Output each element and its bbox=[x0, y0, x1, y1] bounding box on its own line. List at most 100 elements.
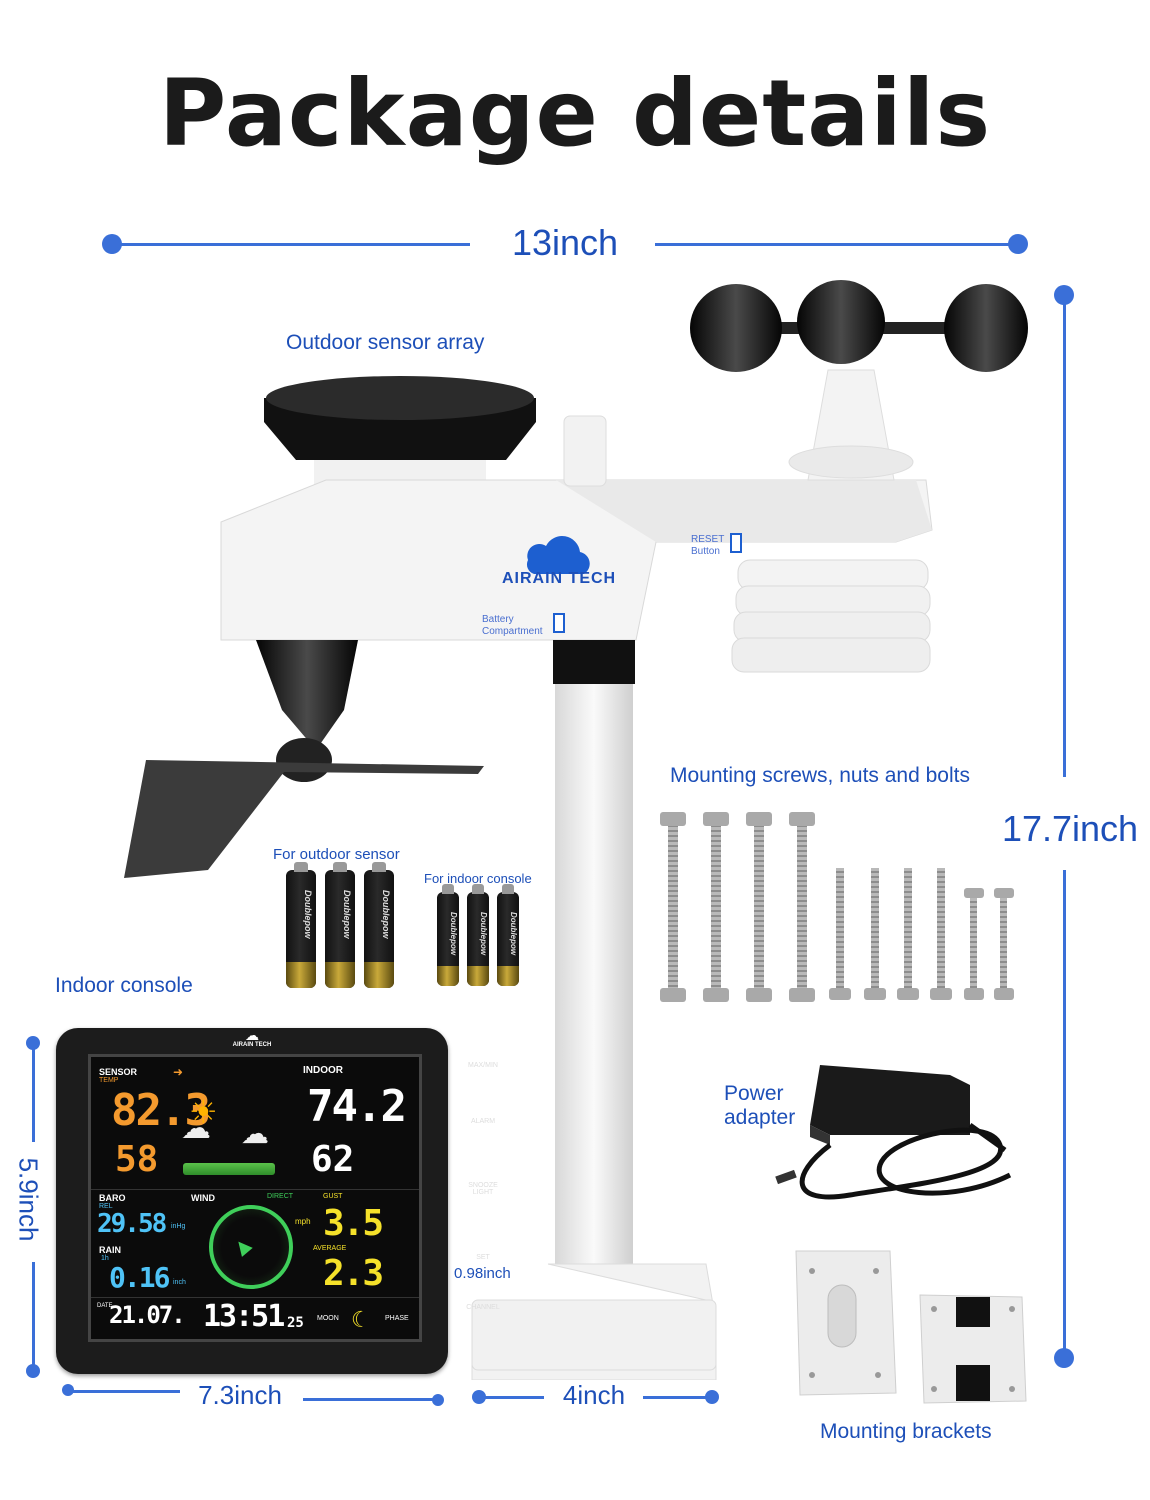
baro-unit: inHg bbox=[171, 1223, 186, 1230]
dimension-endpoint bbox=[26, 1036, 40, 1050]
grass-icon bbox=[183, 1163, 275, 1175]
dimension-endpoint bbox=[705, 1390, 719, 1404]
mounting-brackets bbox=[795, 1250, 1027, 1404]
moon-icon: ☾ bbox=[351, 1307, 371, 1332]
battery-label-line2: Compartment bbox=[482, 626, 543, 637]
small-bolt bbox=[964, 888, 984, 1000]
outdoor-sensor-array bbox=[124, 280, 1028, 1380]
snooze-light-button[interactable]: SNOOZE LIGHT bbox=[468, 1182, 498, 1196]
dimension-endpoint bbox=[62, 1384, 74, 1396]
battery-brand: Doublepow bbox=[479, 912, 488, 956]
time-value: 13:51 bbox=[203, 1299, 285, 1334]
sensor-label: SENSOR bbox=[99, 1067, 138, 1077]
phase-label: PHASE bbox=[385, 1315, 409, 1322]
battery-aa: Doublepow bbox=[364, 862, 394, 988]
reset-label-line2: Button bbox=[691, 546, 720, 557]
wind-label: WIND bbox=[191, 1193, 215, 1203]
bolt bbox=[703, 812, 729, 1002]
mounting-brackets-label: Mounting brackets bbox=[820, 1420, 992, 1443]
max-min-button[interactable]: MAX/MIN bbox=[468, 1062, 498, 1069]
indoor-console: ☁ AIRAIN TECH SENSOR TEMP ➜ INDOOR 82.3 … bbox=[56, 1027, 500, 1374]
sun-icon: ☀ bbox=[189, 1094, 218, 1130]
power-label-line1: Power bbox=[724, 1082, 784, 1105]
power-adapter bbox=[775, 1065, 1012, 1200]
dimension-line bbox=[1063, 295, 1066, 777]
rel-label: REL bbox=[99, 1203, 113, 1210]
alarm-button[interactable]: ALARM bbox=[470, 1118, 496, 1125]
base-width-label: 4inch bbox=[562, 1380, 626, 1410]
divider bbox=[91, 1189, 419, 1190]
battery-brand: Doublepow bbox=[342, 890, 352, 939]
dimension-line bbox=[643, 1396, 707, 1399]
battery-compartment-label: Battery Compartment bbox=[482, 614, 543, 638]
battery-brand: Doublepow bbox=[449, 912, 458, 956]
sensor-brand-logo: AIRAIN TECH bbox=[502, 570, 617, 587]
console-width-label: 7.3inch bbox=[198, 1380, 282, 1410]
dimension-line bbox=[1063, 870, 1066, 1358]
date-value: 21.07. bbox=[109, 1301, 186, 1329]
dimension-line bbox=[112, 243, 470, 246]
cloud-icon: ☁ bbox=[245, 1027, 259, 1043]
dimension-endpoint bbox=[1054, 1348, 1074, 1368]
power-label-line2: adapter bbox=[724, 1106, 796, 1129]
indoor-console-label: Indoor console bbox=[55, 974, 193, 997]
battery-aa: Doublepow bbox=[286, 862, 316, 988]
dimension-line bbox=[32, 1262, 35, 1366]
rain-label: RAIN bbox=[99, 1245, 121, 1255]
bolt bbox=[746, 812, 772, 1002]
console-screen: SENSOR TEMP ➜ INDOOR 82.3 58 ☀ ☁ ☁ 74.2 … bbox=[88, 1054, 422, 1342]
barometer-value: 29.58 bbox=[97, 1209, 167, 1239]
outdoor-sensor-label: Outdoor sensor array bbox=[286, 331, 485, 354]
seconds-value: 25 bbox=[287, 1315, 304, 1331]
bolt bbox=[789, 812, 815, 1002]
console-height-label: 5.9inch bbox=[13, 1157, 44, 1242]
temp-label: TEMP bbox=[99, 1077, 119, 1084]
power-adapter-label: Power adapter bbox=[724, 1082, 795, 1130]
divider bbox=[91, 1297, 419, 1298]
dimension-line bbox=[655, 243, 1017, 246]
average-wind-value: 2.3 bbox=[323, 1253, 384, 1294]
rain-unit: inch bbox=[173, 1279, 186, 1286]
moon-label: MOON bbox=[317, 1315, 339, 1322]
outdoor-humidity: 58 bbox=[115, 1139, 159, 1180]
wood-screw bbox=[864, 868, 886, 1000]
page-title: Package details bbox=[158, 60, 992, 167]
wind-compass: ▲ bbox=[209, 1205, 293, 1289]
reset-label-line1: RESET bbox=[691, 534, 725, 545]
battery-outdoor-label: For outdoor sensor bbox=[273, 846, 400, 863]
direct-label: DIRECT bbox=[267, 1193, 294, 1200]
battery-aaa: Doublepow bbox=[437, 884, 459, 986]
screws-label: Mounting screws, nuts and bolts bbox=[670, 764, 970, 787]
rain-value: 0.16 bbox=[109, 1261, 170, 1294]
wind-unit: mph bbox=[295, 1217, 311, 1226]
trend-arrow-icon: ➜ bbox=[173, 1065, 184, 1079]
width-total-label: 13inch bbox=[511, 222, 619, 263]
wood-screw bbox=[930, 868, 952, 1000]
battery-aaa: Doublepow bbox=[467, 884, 489, 986]
date-label: DATE bbox=[97, 1303, 113, 1309]
indoor-humidity: 62 bbox=[311, 1139, 355, 1180]
small-bolt bbox=[994, 888, 1014, 1000]
channel-button[interactable]: CHANNEL bbox=[466, 1304, 500, 1311]
outdoor-temperature: 82.3 bbox=[111, 1085, 211, 1136]
wind-direction-arrow-icon: ▲ bbox=[224, 1228, 261, 1265]
wood-screw bbox=[829, 868, 851, 1000]
wood-screw bbox=[897, 868, 919, 1000]
cloud-icon: ☁ bbox=[241, 1118, 269, 1149]
battery-brand: Doublepow bbox=[303, 890, 313, 939]
cloud-icon: ☁ bbox=[181, 1112, 211, 1145]
gust-value: 3.5 bbox=[323, 1203, 384, 1244]
height-total-label: 17.7inch bbox=[1001, 808, 1139, 849]
indoor-label: INDOOR bbox=[303, 1065, 343, 1076]
console-depth-label: 0.98inch bbox=[454, 1265, 511, 1282]
indoor-temperature: 74.2 bbox=[307, 1081, 407, 1132]
dimension-line bbox=[70, 1390, 180, 1393]
battery-brand: Doublepow bbox=[509, 912, 518, 956]
dimension-endpoint bbox=[26, 1364, 40, 1378]
bolt bbox=[660, 812, 686, 1002]
dimension-line bbox=[480, 1396, 544, 1399]
set-button[interactable]: SET bbox=[476, 1254, 490, 1261]
average-label: AVERAGE bbox=[313, 1245, 347, 1252]
reset-button-label: RESET Button bbox=[691, 534, 724, 558]
battery-label-line1: Battery bbox=[482, 614, 514, 625]
